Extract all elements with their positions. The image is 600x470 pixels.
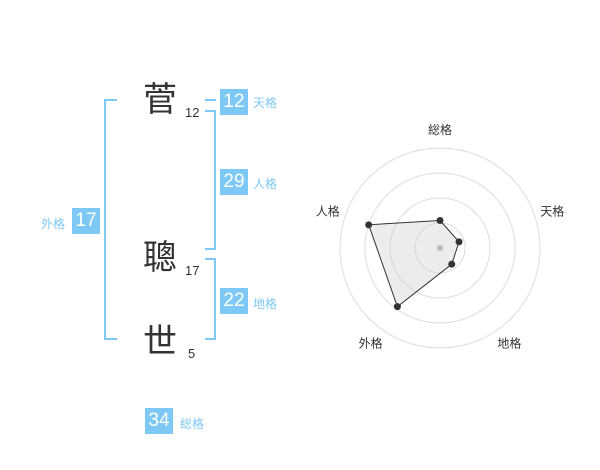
radar-ring-2	[389, 197, 491, 299]
gaikaku-label: 外格	[41, 217, 66, 231]
gaikaku-value: 17	[72, 208, 100, 234]
chikaku-value: 22	[220, 288, 248, 314]
jinkaku-bracket-bottom	[205, 248, 216, 250]
name-char-1: 菅	[143, 80, 177, 120]
radar-polygon	[368, 219, 460, 308]
chikaku-bracket-side	[214, 258, 216, 340]
tenkaku-bracket-top	[205, 99, 216, 101]
jinkaku-label: 人格	[253, 177, 278, 191]
radar-axis-label-2: 天格	[540, 204, 564, 219]
radar-axis-label-5: 人格	[316, 204, 340, 219]
radar-point-5	[365, 221, 373, 229]
soukaku-label: 総格	[180, 417, 205, 431]
soukaku-value: 34	[145, 408, 173, 434]
tenkaku-value: 12	[220, 89, 248, 115]
stroke-count-1: 12	[185, 105, 200, 120]
gaikaku-bracket-top	[104, 99, 117, 101]
jinkaku-bracket-top	[205, 110, 216, 112]
gaikaku-bracket-side	[104, 99, 106, 340]
radar-ring-4	[339, 147, 541, 349]
stroke-count-3: 5	[188, 346, 196, 361]
radar-point-2	[455, 238, 463, 246]
radar-center-dot	[437, 245, 443, 251]
radar-axis-label-3: 地格	[497, 335, 521, 350]
jinkaku-bracket-side	[214, 110, 216, 250]
name-char-2: 聰	[143, 238, 177, 278]
jinkaku-value: 29	[220, 169, 248, 195]
radar-axis-label-1: 総格	[428, 122, 452, 137]
radar-point-3	[448, 260, 456, 268]
tenkaku-label: 天格	[253, 96, 278, 110]
stroke-count-2: 17	[185, 263, 200, 278]
chikaku-bracket-top	[205, 258, 216, 260]
chikaku-bracket-bottom	[205, 338, 216, 340]
radar-axis-label-4: 外格	[359, 335, 383, 350]
name-char-3: 世	[143, 322, 177, 362]
gaikaku-bracket-bottom	[104, 338, 117, 340]
radar-point-1	[436, 217, 444, 224]
radar-ring-3	[364, 172, 516, 324]
radar-point-4	[393, 303, 401, 311]
chikaku-label: 地格	[253, 297, 278, 311]
